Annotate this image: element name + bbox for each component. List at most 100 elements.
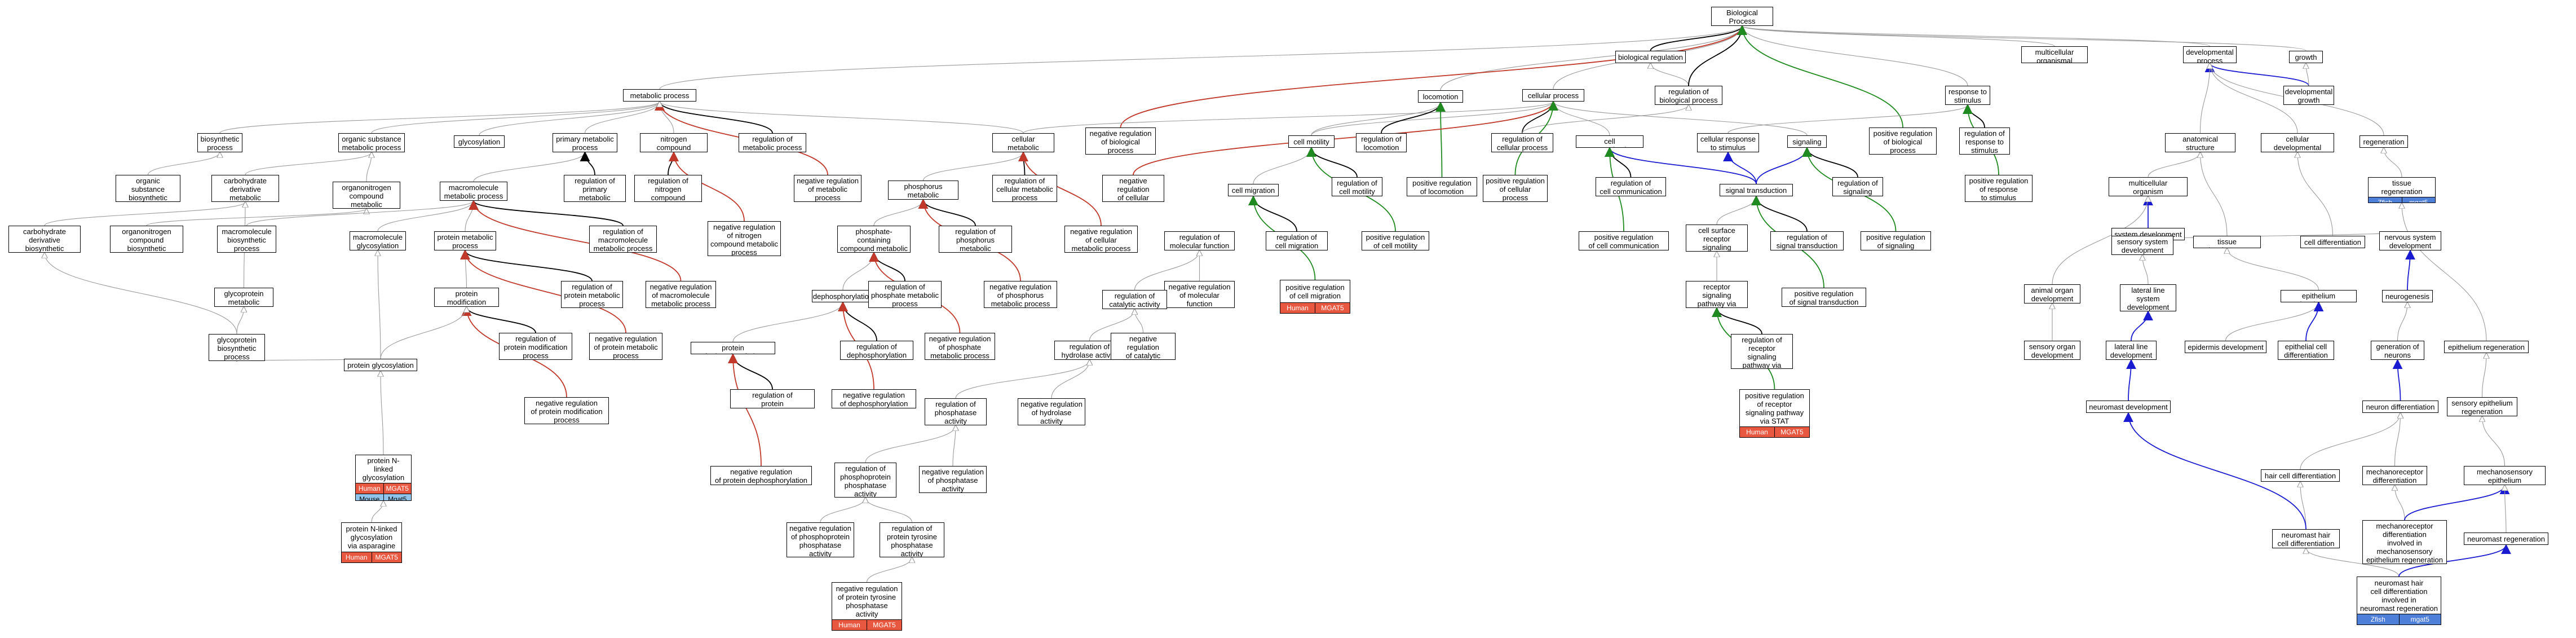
go-term-regulation-cell-motility[interactable]: regulation of cell motility	[1332, 177, 1382, 196]
go-term-carbohydrate-derivative-metabolic[interactable]: carbohydrate derivative metabolic proces…	[211, 175, 279, 202]
go-term-pos-reg-locomotion[interactable]: positive regulation of locomotion	[1407, 177, 1477, 196]
go-term-regulation-protein-tyrosine-phosphatase[interactable]: regulation of protein tyrosine phosphata…	[880, 522, 944, 557]
go-term-biological-regulation[interactable]: biological regulation	[1615, 51, 1686, 63]
go-term-pos-reg-cell-motility[interactable]: positive regulation of cell motility	[1362, 231, 1429, 250]
go-term-neg-reg-macromolecule-metabolic[interactable]: negative regulation of macromolecule met…	[646, 281, 716, 308]
go-term-regulation-molecular-function[interactable]: regulation of molecular function	[1164, 231, 1235, 250]
go-term-regulation-protein-metabolic[interactable]: regulation of protein metabolic process	[561, 281, 623, 308]
go-term-pos-reg-signaling[interactable]: positive regulation of signaling	[1861, 231, 1931, 250]
go-term-hair-cell-differentiation[interactable]: hair cell differentiation	[2261, 469, 2340, 482]
go-term-neg-reg-protein-tyrosine-phosphatase[interactable]: negative regulation of protein tyrosine …	[832, 582, 902, 631]
go-term-neuromast-regeneration[interactable]: neuromast regeneration	[2464, 533, 2548, 545]
go-term-sensory-system-dev[interactable]: sensory system development	[2111, 236, 2173, 255]
go-term-regulation-response-stimulus[interactable]: regulation of response to stimulus	[1959, 127, 2010, 155]
go-term-phosphorus-metabolic[interactable]: phosphorus metabolic process	[888, 181, 958, 200]
go-term-neg-reg-phosphoprotein-phosphatase[interactable]: negative regulation of phosphoprotein ph…	[787, 522, 854, 557]
go-term-macromolecule-glycosylation[interactable]: macromolecule glycosylation	[350, 231, 406, 250]
go-term-epithelium-regeneration[interactable]: epithelium regeneration	[2444, 341, 2529, 353]
go-term-regulation-phosphoprotein-phosphatase[interactable]: regulation of phosphoprotein phosphatase…	[834, 463, 896, 498]
go-term-organic-substance-biosynthetic[interactable]: organic substance biosynthetic process	[116, 175, 180, 202]
go-term-macromolecule-biosynthetic[interactable]: macromolecule biosynthetic process	[217, 226, 276, 253]
go-term-regulation-locomotion[interactable]: regulation of locomotion	[1356, 133, 1407, 152]
go-term-nervous-system-dev[interactable]: nervous system development	[2379, 231, 2441, 250]
go-term-biosynthetic[interactable]: biosynthetic process	[197, 133, 242, 152]
go-term-bp[interactable]: Biological Process Mgat5	[1711, 7, 1773, 26]
go-term-macromolecule-metabolic[interactable]: macromolecule metabolic process	[440, 182, 507, 201]
go-term-regulation-cellular[interactable]: regulation of cellular process	[1491, 133, 1553, 152]
go-term-neg-reg-biological[interactable]: negative regulation of biological proces…	[1085, 127, 1156, 155]
go-term-pos-reg-signal-transduction[interactable]: positive regulation of signal transducti…	[1782, 288, 1866, 307]
go-term-sensory-organ-dev[interactable]: sensory organ development	[2024, 341, 2080, 360]
go-term-developmental-growth[interactable]: developmental growth	[2283, 86, 2334, 105]
go-term-regulation-cellular-metabolic[interactable]: regulation of cellular metabolic process	[992, 175, 1057, 202]
go-term-cell-differentiation[interactable]: cell differentiation	[2300, 236, 2365, 248]
go-term-primary-metabolic[interactable]: primary metabolic process	[553, 133, 617, 152]
go-term-regulation-cell-communication[interactable]: regulation of cell communication	[1596, 177, 1666, 196]
go-term-cellular-process[interactable]: cellular process	[1522, 89, 1584, 102]
go-term-locomotion[interactable]: locomotion	[1418, 90, 1463, 103]
go-term-organonitrogen-metabolic[interactable]: organonitrogen compound metabolic proces…	[333, 182, 400, 209]
go-term-glycoprotein-metabolic[interactable]: glycoprotein metabolic process	[214, 288, 273, 307]
go-term-regulation-phosphatase[interactable]: regulation of phosphatase activity	[925, 398, 987, 425]
go-term-regulation-primary-metabolic[interactable]: regulation of primary metabolic process	[564, 175, 626, 202]
go-term-regulation-biological[interactable]: regulation of biological process	[1655, 86, 1722, 105]
go-term-neg-reg-metabolic[interactable]: negative regulation of metabolic process	[794, 175, 861, 202]
go-term-cellular-metabolic[interactable]: cellular metabolic process	[992, 133, 1054, 152]
go-term-cell-motility[interactable]: cell motility	[1288, 135, 1335, 148]
go-term-neg-reg-phosphatase[interactable]: negative regulation of phosphatase activ…	[919, 466, 987, 493]
go-term-regulation-protein-modification[interactable]: regulation of protein modification proce…	[499, 333, 572, 360]
go-term-regulation-protein-dephosphorylation[interactable]: regulation of protein dephosphorylation	[730, 389, 815, 408]
go-term-cell-surface-receptor[interactable]: cell surface receptor signaling pathway	[1686, 225, 1748, 252]
go-term-pos-reg-response-stimulus[interactable]: positive regulation of response to stimu…	[1965, 175, 2032, 202]
go-term-regulation-phosphate-metabolic[interactable]: regulation of phosphate metabolic proces…	[868, 281, 942, 308]
go-term-mechanosensory-epithelium-regeneration[interactable]: mechanosensory epithelium regeneration	[2464, 466, 2546, 485]
go-term-neg-reg-phosphorus-metabolic[interactable]: negative regulation of phosphorus metabo…	[984, 281, 1057, 308]
go-term-organic-substance-metabolic[interactable]: organic substance metabolic process	[338, 133, 405, 152]
go-term-glycoprotein-biosynthetic[interactable]: glycoprotein biosynthetic process	[209, 334, 265, 361]
go-term-neuromast-hair-cell-diff-regeneration[interactable]: neuromast hair cell differentiation invo…	[2357, 577, 2441, 625]
go-term-multicellular-organism-dev[interactable]: multicellular organism development	[2109, 177, 2188, 196]
go-term-tissue-development[interactable]: tissue development	[2193, 236, 2261, 248]
go-term-pos-reg-cellular[interactable]: positive regulation of cellular process	[1483, 175, 1548, 202]
go-term-regulation-metabolic[interactable]: regulation of metabolic process	[739, 133, 806, 152]
go-term-neg-reg-dephosphorylation[interactable]: negative regulation of dephosphorylation	[832, 389, 916, 408]
go-term-carbohydrate-derivative-biosynthetic[interactable]: carbohydrate derivative biosynthetic pro…	[8, 226, 81, 253]
go-term-cell-communication[interactable]: cell communication	[1576, 135, 1643, 148]
go-term-epidermis-development[interactable]: epidermis development	[2185, 341, 2266, 353]
go-term-neuron-differentiation[interactable]: neuron differentiation	[2362, 401, 2438, 413]
go-term-neurogenesis[interactable]: neurogenesis	[2382, 290, 2433, 302]
go-term-epithelium-development[interactable]: epithelium development	[2281, 290, 2357, 302]
go-term-cellular-developmental[interactable]: cellular developmental process	[2261, 133, 2334, 152]
go-term-organonitrogen-biosynthetic[interactable]: organonitrogen compound biosynthetic pro…	[110, 226, 183, 253]
go-term-signal-transduction[interactable]: signal transduction	[1720, 184, 1793, 196]
go-term-glycosylation[interactable]: glycosylation	[454, 135, 505, 148]
go-term-regulation-signaling[interactable]: regulation of signaling	[1832, 177, 1883, 196]
go-term-cell-migration[interactable]: cell migration	[1228, 184, 1279, 196]
go-term-dephosphorylation[interactable]: dephosphorylation	[812, 290, 874, 302]
go-term-pos-reg-receptor-signaling-stat[interactable]: positive regulation of receptor signalin…	[1739, 389, 1810, 438]
go-term-regeneration[interactable]: regeneration	[2360, 135, 2408, 148]
go-term-cellular-response-stimulus[interactable]: cellular response to stimulus	[1697, 133, 1759, 152]
go-term-anatomical-structure-dev[interactable]: anatomical structure development	[2165, 133, 2235, 152]
go-term-protein-dephosphorylation[interactable]: protein dephosphorylation	[691, 342, 775, 354]
go-term-lateral-line-system-dev[interactable]: lateral line system development	[2120, 284, 2176, 311]
go-term-regulation-cell-migration[interactable]: regulation of cell migration	[1266, 231, 1328, 250]
go-term-neg-reg-cellular[interactable]: negative regulation of cellular process	[1102, 175, 1164, 202]
go-term-neuromast-development[interactable]: neuromast development	[2086, 401, 2171, 413]
go-term-neg-reg-hydrolase[interactable]: negative regulation of hydrolase activit…	[1018, 398, 1085, 425]
go-term-mechanoreceptor-differentiation[interactable]: mechanoreceptor differentiation	[2362, 466, 2427, 485]
go-term-reg-receptor-signaling-stat[interactable]: regulation of receptor signaling pathway…	[1731, 334, 1793, 369]
go-term-regulation-catalytic[interactable]: regulation of catalytic activity	[1102, 290, 1167, 309]
go-term-generation-neurons[interactable]: generation of neurons	[2371, 341, 2424, 360]
go-term-neg-reg-nitrogen-metabolic[interactable]: negative regulation of nitrogen compound…	[708, 221, 781, 256]
go-term-regulation-nitrogen-metabolic[interactable]: regulation of nitrogen compound metaboli…	[634, 175, 702, 202]
go-term-response-stimulus[interactable]: response to stimulus	[1945, 86, 1990, 105]
go-term-regulation-dephosphorylation[interactable]: regulation of dephosphorylation	[840, 341, 913, 360]
go-term-regulation-macromolecule-metabolic[interactable]: regulation of macromolecule metabolic pr…	[589, 226, 657, 253]
go-term-protein-n-linked-glycosylation-asparagine[interactable]: protein N-linked glycosylation via aspar…	[341, 522, 402, 563]
go-term-neg-reg-molecular-function[interactable]: negative regulation of molecular functio…	[1164, 281, 1235, 308]
go-term-protein-metabolic[interactable]: protein metabolic process	[434, 231, 496, 250]
go-term-metabolic-process[interactable]: metabolic process	[623, 89, 696, 102]
go-term-developmental-process[interactable]: developmental process	[2183, 46, 2237, 63]
